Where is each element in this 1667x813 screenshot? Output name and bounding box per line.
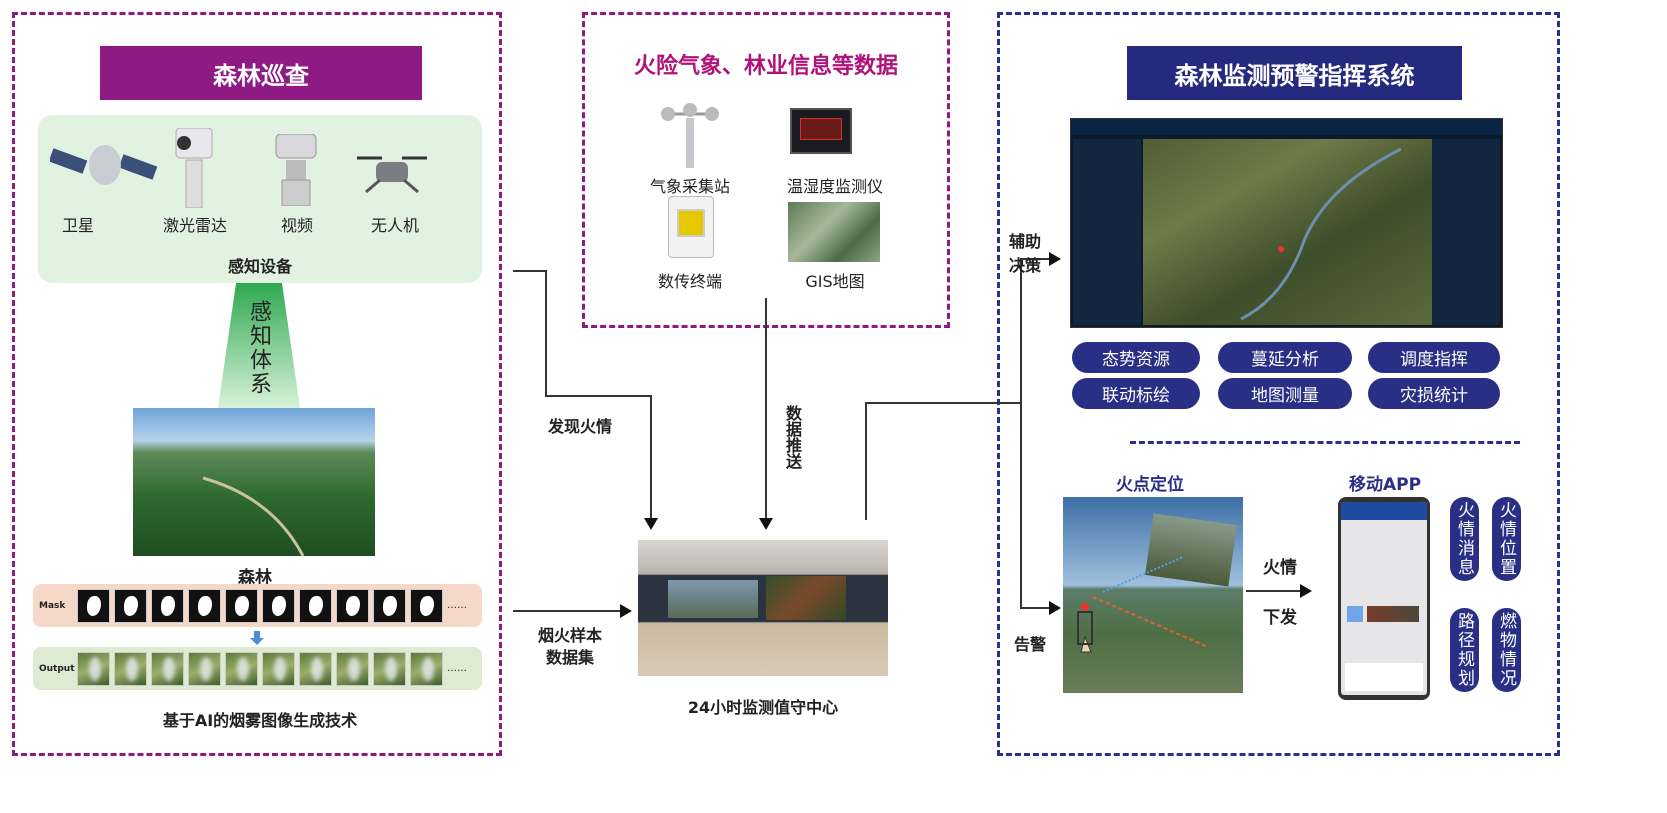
mask-thumb <box>410 588 443 623</box>
output-thumb <box>410 651 443 686</box>
ellipsis: …… <box>447 600 467 611</box>
arrow-head <box>644 518 658 530</box>
output-thumb <box>373 651 406 686</box>
dispatch-label: 火情 <box>1263 558 1297 578</box>
connector-line <box>1020 258 1050 260</box>
connector-line <box>513 610 621 612</box>
arrow-head <box>620 604 632 618</box>
command-system-title: 森林监测预警指挥系统 <box>1127 46 1462 100</box>
output-strip: Output …… <box>33 647 482 690</box>
connector-line <box>1020 258 1022 608</box>
connector-line <box>545 270 547 396</box>
down-arrow-icon <box>250 630 264 645</box>
monitoring-center-photo <box>638 540 888 676</box>
arrow-head <box>759 518 773 530</box>
connector-line <box>865 402 867 520</box>
output-thumb <box>299 651 332 686</box>
middle-item-label: GIS地图 <box>805 272 865 291</box>
mobile-phone-image <box>1338 497 1430 700</box>
satellite-icon <box>48 140 160 190</box>
data-push-label: 数据推送 <box>783 405 802 469</box>
app-feature-fire-location: 火情位置 <box>1492 497 1521 581</box>
situation-resources-button[interactable]: 态势资源 <box>1072 342 1200 373</box>
app-feature-route-planning: 路径规划 <box>1450 608 1479 692</box>
mask-thumb <box>151 588 184 623</box>
app-feature-fire-message: 火情消息 <box>1450 497 1479 581</box>
discover-fire-label: 发现火情 <box>547 417 612 436</box>
arrow-head <box>1049 601 1061 615</box>
spread-analysis-button[interactable]: 蔓延分析 <box>1218 342 1352 373</box>
dataset-label: 数据集 <box>545 648 594 667</box>
mobile-app-title: 移动APP <box>1348 475 1422 495</box>
middle-item-label: 温湿度监测仪 <box>786 177 883 196</box>
connector-line <box>650 395 652 520</box>
assist-label: 决策 <box>1008 256 1041 275</box>
output-thumb <box>262 651 295 686</box>
middle-item-label: 数传终端 <box>657 272 722 291</box>
drone-icon <box>352 150 432 196</box>
connector-line <box>865 402 1021 404</box>
forest-label: 森林 <box>238 568 272 588</box>
output-label: Output <box>39 663 75 674</box>
fire-locate-image <box>1063 497 1243 693</box>
devices-title: 感知设备 <box>227 257 292 276</box>
data-panel-title: 火险气象、林业信息等数据 <box>633 54 898 79</box>
device-label: 视频 <box>280 216 313 235</box>
divider <box>1130 441 1520 444</box>
mask-thumb <box>373 588 406 623</box>
assist-label: 辅助 <box>1008 232 1041 251</box>
humidity-monitor-icon <box>790 108 852 154</box>
output-thumb <box>336 651 369 686</box>
forest-patrol-title: 森林巡查 <box>100 46 422 100</box>
mask-strip: Mask …… <box>33 584 482 627</box>
map-measure-button[interactable]: 地图测量 <box>1218 378 1352 409</box>
damage-stats-button[interactable]: 灾损统计 <box>1368 378 1500 409</box>
connector-line <box>1246 590 1302 592</box>
data-terminal-icon <box>668 196 714 258</box>
sensing-devices-panel <box>38 115 482 283</box>
dispatch-command-button[interactable]: 调度指挥 <box>1368 342 1500 373</box>
output-thumb <box>188 651 221 686</box>
mask-thumb <box>299 588 332 623</box>
mask-label: Mask <box>39 600 66 611</box>
forest-photo <box>133 408 375 556</box>
output-thumb <box>151 651 184 686</box>
center-caption: 24小时监测值守中心 <box>687 698 839 717</box>
mask-thumb <box>114 588 147 623</box>
linked-plotting-button[interactable]: 联动标绘 <box>1072 378 1200 409</box>
arrow-head <box>1300 584 1312 598</box>
ai-smoke-caption: 基于AI的烟雾图像生成技术 <box>162 711 358 730</box>
device-label: 卫星 <box>61 216 94 235</box>
alarm-label: 告警 <box>1013 635 1046 654</box>
arrow-head <box>1049 252 1061 266</box>
anemometer-icon <box>660 100 720 168</box>
command-system-panel <box>997 12 1560 756</box>
mask-thumb <box>336 588 369 623</box>
dashboard-screenshot <box>1070 118 1503 328</box>
connector-line <box>1020 607 1050 609</box>
lidar-icon <box>172 127 216 209</box>
connector-line <box>765 298 767 520</box>
gis-map-icon <box>788 202 880 262</box>
video-camera-icon <box>274 133 318 207</box>
middle-item-label: 气象采集站 <box>649 177 730 196</box>
forest-patrol-panel <box>12 12 502 756</box>
connector-line <box>513 270 546 272</box>
fire-locate-title: 火点定位 <box>1116 475 1184 495</box>
output-thumb <box>114 651 147 686</box>
device-label: 无人机 <box>370 216 419 235</box>
sensing-system-label: 感知体系 <box>246 300 271 396</box>
connector-line <box>545 395 651 397</box>
app-feature-fuel-status: 燃物情况 <box>1492 608 1521 692</box>
ellipsis: …… <box>447 663 467 674</box>
mask-thumb <box>262 588 295 623</box>
mask-thumb <box>188 588 221 623</box>
mask-thumb <box>77 588 110 623</box>
dispatch-label: 下发 <box>1263 608 1297 628</box>
mask-thumb <box>225 588 258 623</box>
device-label: 激光雷达 <box>162 216 227 235</box>
dataset-label: 烟火样本 <box>537 626 602 645</box>
output-thumb <box>77 651 110 686</box>
output-thumb <box>225 651 258 686</box>
